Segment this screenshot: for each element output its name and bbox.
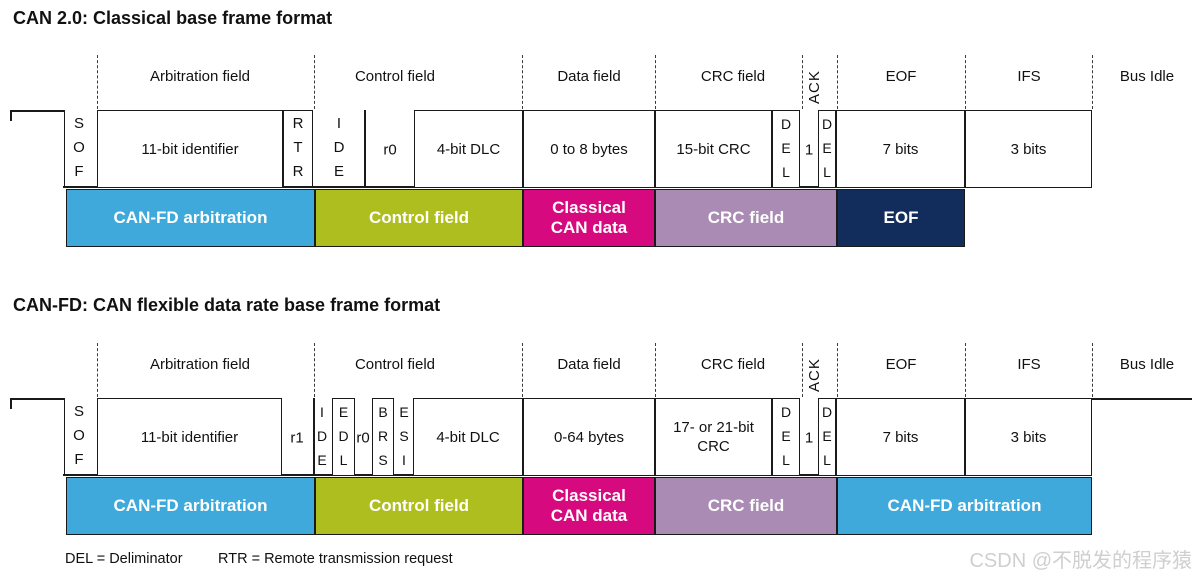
can20-crc-delimiter-bit: D E L xyxy=(780,116,792,180)
canfd-crc-delimiter-box xyxy=(772,398,800,476)
bus-line-start-tick xyxy=(10,110,12,121)
canfd-r1-bit: r1 xyxy=(290,429,304,447)
canfd-label-data-field: Data field xyxy=(557,356,621,373)
dashed-separator xyxy=(314,55,315,109)
canfd-label-ack: ACK xyxy=(806,358,823,392)
canfd-brs-bit: B R S xyxy=(377,404,389,468)
can20-band-canfd-arbitration: CAN-FD arbitration xyxy=(66,189,315,247)
can20-crc-box: 15-bit CRC xyxy=(655,110,772,188)
dashed-separator xyxy=(1092,343,1093,397)
can20-ide-bit: I D E xyxy=(333,115,345,180)
can20-label-control-field: Control field xyxy=(354,68,436,85)
can20-r0-bit: r0 xyxy=(383,141,397,159)
can20-band-eof: EOF xyxy=(837,189,965,247)
canfd-label-bus-idle: Bus Idle xyxy=(1119,356,1175,373)
bus-idle-lead-line xyxy=(10,398,65,400)
dashed-separator xyxy=(522,55,523,109)
canfd-ack-slot-bit: 1 xyxy=(804,429,814,447)
can20-label-ack: ACK xyxy=(806,70,823,104)
can20-ack-delimiter-box xyxy=(818,110,836,188)
canfd-crc-delimiter-bit: D E L xyxy=(780,404,792,468)
dashed-separator xyxy=(802,55,803,109)
canfd-ack-delimiter-box xyxy=(818,398,836,476)
dashed-separator xyxy=(1092,55,1093,109)
can20-band-control-field: Control field xyxy=(315,189,523,247)
canfd-label-crc-field: CRC field xyxy=(700,356,766,373)
canfd-ifs-box: 3 bits xyxy=(965,398,1092,476)
can20-band-crc-field: CRC field xyxy=(655,189,837,247)
can20-ack-slot-bit: 1 xyxy=(804,141,814,159)
can20-eof-box: 7 bits xyxy=(836,110,965,188)
dashed-separator xyxy=(802,343,803,397)
sof-falling-edge xyxy=(63,398,66,476)
can20-rtr-box xyxy=(283,110,313,188)
canfd-label-eof: EOF xyxy=(885,356,917,373)
footnote-del: DEL = Deliminator xyxy=(65,551,183,567)
canfd-band-crc-field: CRC field xyxy=(655,477,837,535)
canfd-band-control-field: Control field xyxy=(315,477,523,535)
dashed-separator xyxy=(655,343,656,397)
csdn-watermark: CSDN @不脱发的程序猿 xyxy=(969,550,1192,572)
can20-label-crc-field: CRC field xyxy=(700,68,766,85)
can20-label-arbitration-field: Arbitration field xyxy=(149,68,251,85)
can20-crc-delimiter-box xyxy=(772,110,800,188)
canfd-brs-box xyxy=(372,398,394,476)
canfd-dlc-box: 4-bit DLC xyxy=(413,398,523,476)
dashed-separator xyxy=(837,343,838,397)
canfd-title: CAN-FD: CAN flexible data rate base fram… xyxy=(13,295,441,315)
can20-identifier-box: 11-bit identifier xyxy=(97,110,283,188)
bus-idle-lead-line xyxy=(10,110,65,112)
can20-rtr-bit: R T R xyxy=(292,115,304,180)
canfd-edl-box xyxy=(332,398,355,476)
dashed-separator xyxy=(837,55,838,109)
can20-band-classical-can-data: Classical CAN data xyxy=(523,189,655,247)
canfd-label-ifs: IFS xyxy=(1017,356,1041,373)
canfd-esi-bit: E S I xyxy=(399,404,409,468)
can20-label-data-field: Data field xyxy=(557,68,621,85)
can20-title: CAN 2.0: Classical base frame format xyxy=(13,8,333,28)
canfd-r0-bit: r0 xyxy=(356,429,370,447)
canfd-crc-box: 17- or 21-bit CRC xyxy=(655,398,772,476)
canfd-band-canfd-arbitration: CAN-FD arbitration xyxy=(66,477,315,535)
dashed-separator xyxy=(965,343,966,397)
sof-falling-edge xyxy=(63,110,66,188)
can20-label-eof: EOF xyxy=(885,68,917,85)
canfd-edl-bit: E D L xyxy=(338,404,349,468)
canfd-eof-box: 7 bits xyxy=(836,398,965,476)
dashed-separator xyxy=(314,343,315,397)
canfd-label-arbitration-field: Arbitration field xyxy=(149,356,251,373)
footnote-rtr: RTR = Remote transmission request xyxy=(218,551,453,567)
can20-sof-bit: S O F xyxy=(73,115,85,180)
bus-line-start-tick xyxy=(10,398,12,409)
canfd-band-classical-can-data: Classical CAN data xyxy=(523,477,655,535)
dashed-separator xyxy=(655,55,656,109)
can20-label-bus-idle: Bus Idle xyxy=(1119,68,1175,85)
bus-idle-tail-line xyxy=(1092,398,1192,400)
bit-separator-line xyxy=(313,398,315,476)
canfd-ack-delimiter-bit: D E L xyxy=(821,404,833,468)
dashed-separator xyxy=(522,343,523,397)
can20-data-box: 0 to 8 bytes xyxy=(523,110,655,188)
dashed-separator xyxy=(965,55,966,109)
dashed-separator xyxy=(97,55,98,109)
can20-label-ifs: IFS xyxy=(1017,68,1041,85)
can20-dlc-box: 4-bit DLC xyxy=(414,110,523,188)
canfd-label-control-field: Control field xyxy=(354,356,436,373)
can20-ack-delimiter-bit: D E L xyxy=(821,116,833,180)
canfd-identifier-box: 11-bit identifier xyxy=(97,398,282,476)
can20-ifs-box: 3 bits xyxy=(965,110,1092,188)
canfd-ide-bit: I D E xyxy=(316,404,328,468)
canfd-data-box: 0-64 bytes xyxy=(523,398,655,476)
dashed-separator xyxy=(97,343,98,397)
bit-separator-line xyxy=(364,110,366,188)
canfd-band-canfd-arbitration-eof: CAN-FD arbitration xyxy=(837,477,1092,535)
canfd-sof-bit: S O F xyxy=(73,403,85,468)
